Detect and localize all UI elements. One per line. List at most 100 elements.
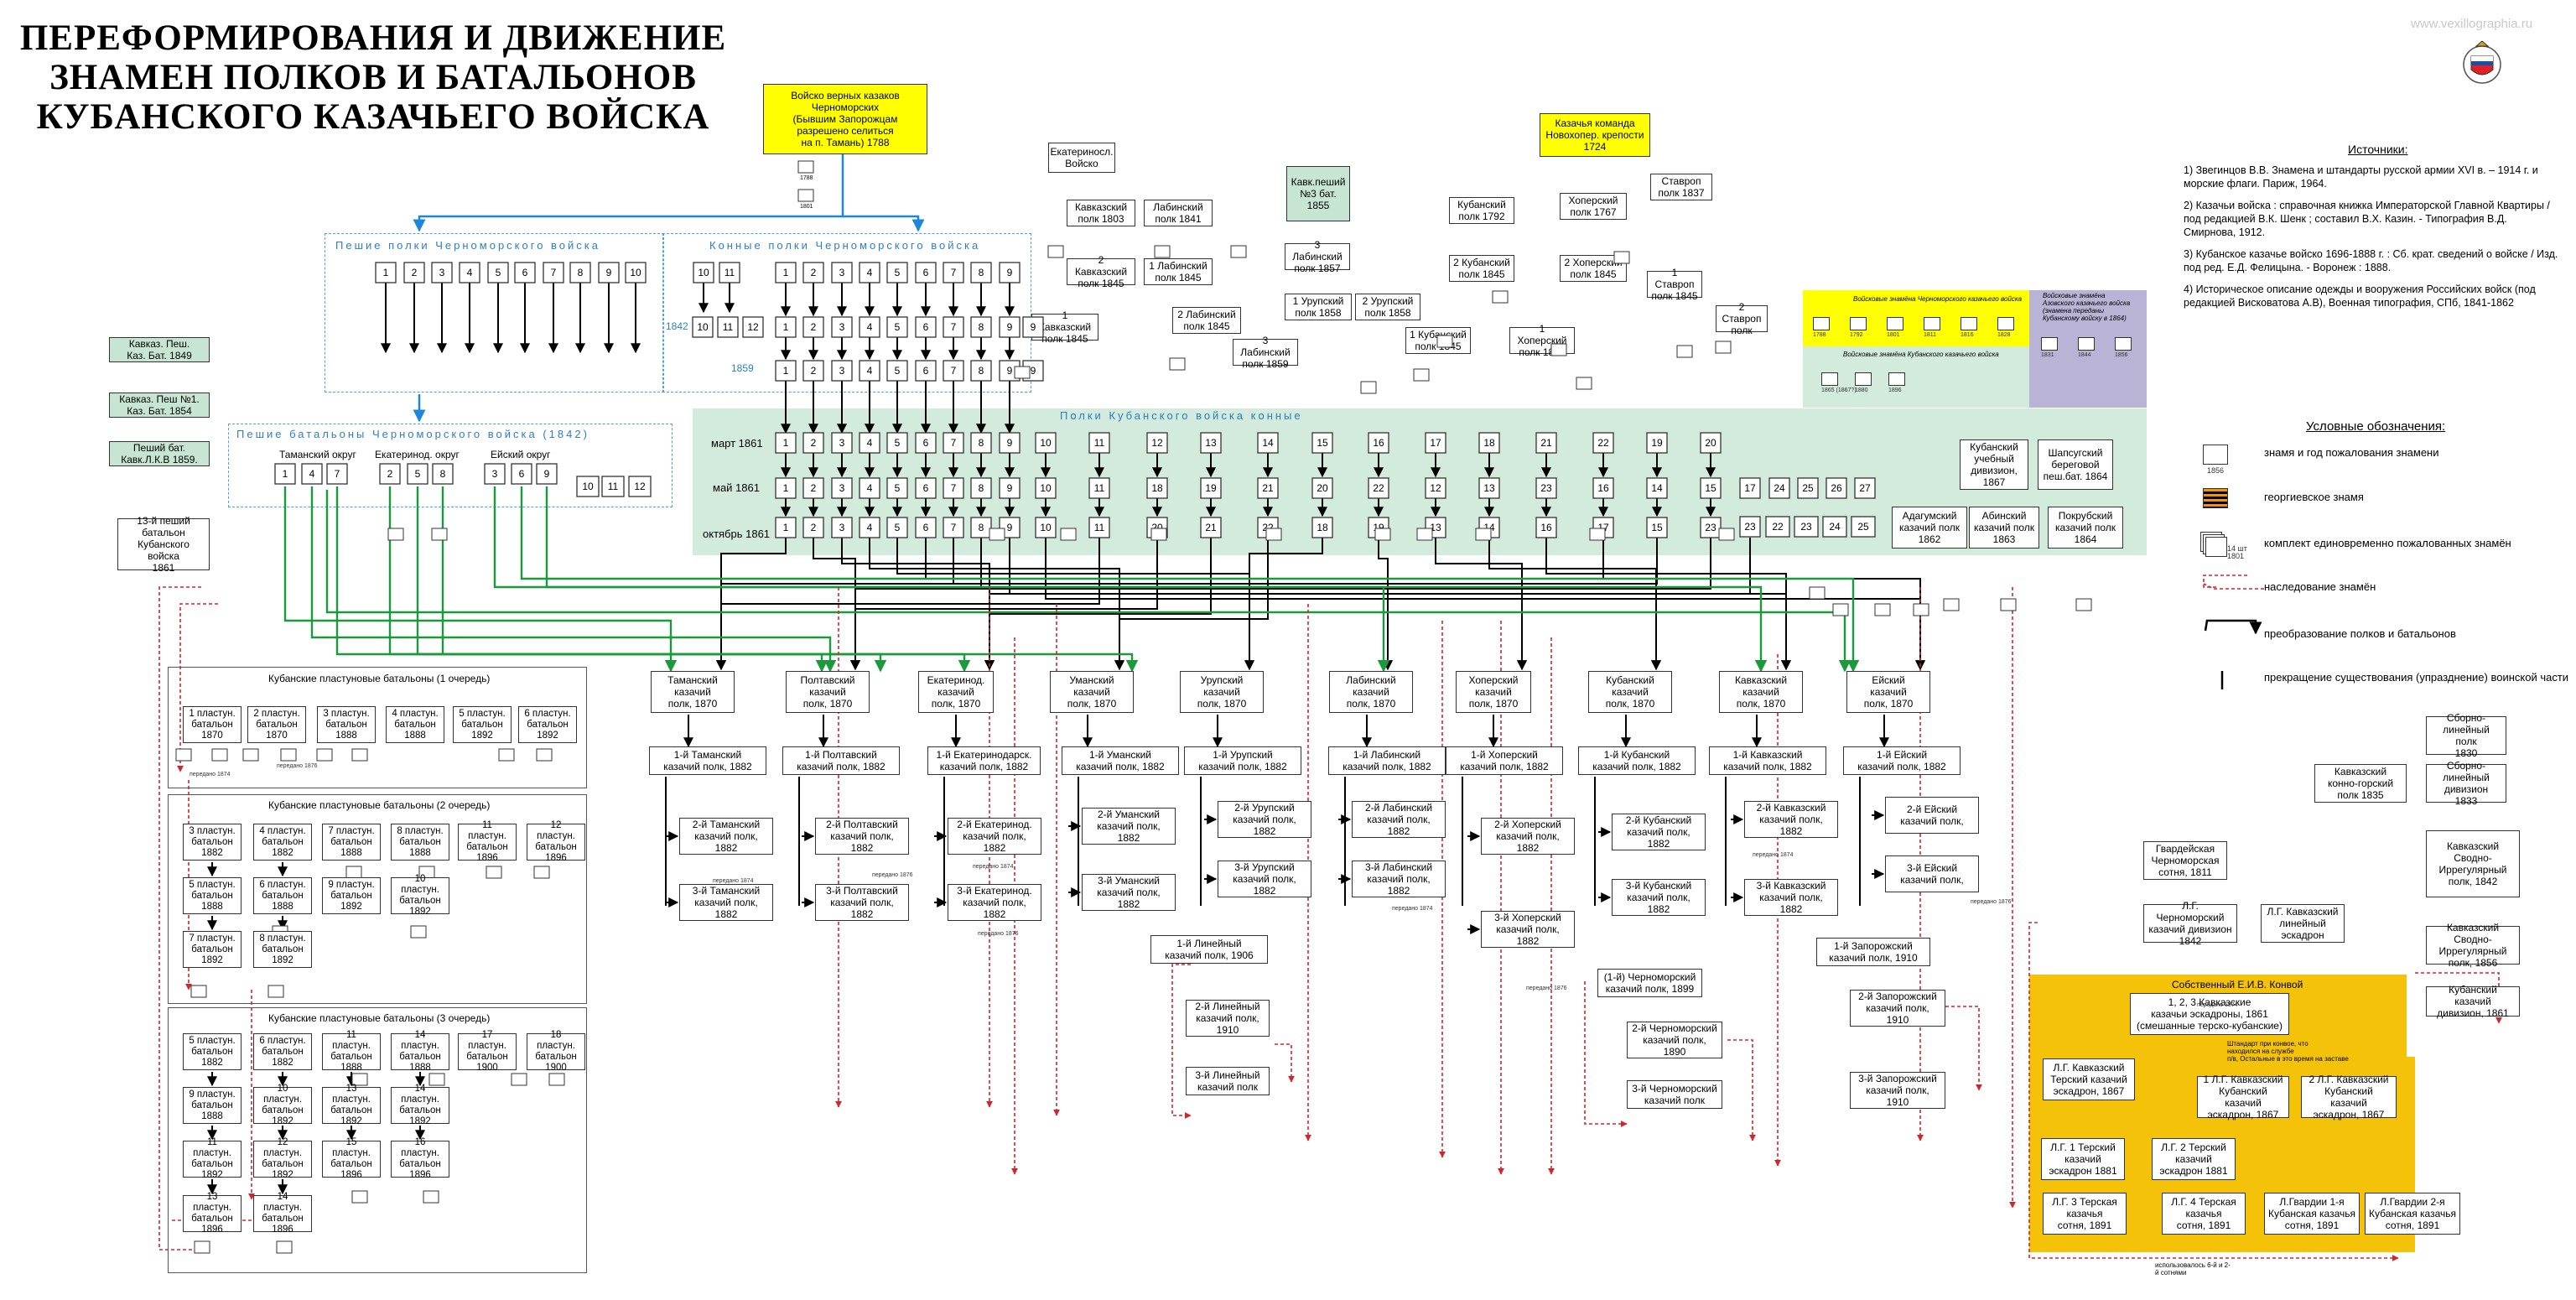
upper-regiment: Лабинский полк 1841 (1144, 200, 1213, 226)
plastun-battalion: 11 пластун. батальон 1896 (458, 820, 517, 863)
upper-regiment: Ставроп полк 1837 (1650, 174, 1712, 200)
flag-icon (1813, 317, 1830, 330)
svg-text:10: 10 (1040, 482, 1052, 494)
unit-number-box: 8 (970, 360, 992, 382)
sources-heading: Источники: (2348, 143, 2408, 156)
row-label-mart: март 1861 (711, 437, 763, 450)
svg-text:4: 4 (867, 321, 873, 333)
plastun-battalion: 13 пластун. батальон 1892 (322, 1084, 381, 1126)
sub-regiment: 2-й Екатеринод. казачий полк, 1882 (948, 818, 1041, 855)
svg-text:1: 1 (283, 468, 288, 480)
svg-text:9: 9 (606, 267, 612, 278)
svg-text:1788: 1788 (800, 175, 813, 181)
source-item: 3) Кубанское казачье войско 1696-1888 г.… (2184, 248, 2558, 273)
pokrub-polk: Покрубский казачий полк 1864 (2048, 507, 2123, 549)
svg-text:9: 9 (1031, 365, 1036, 377)
plastun-battalion: 9 пластун. батальон 1892 (322, 877, 381, 914)
svg-text:9: 9 (1007, 267, 1013, 278)
regiment-1870: Лабинский казачий полк, 1870 (1329, 671, 1413, 713)
regiment-1870: Кубанский казачий полк, 1870 (1588, 671, 1672, 713)
unit-number-box: 20 (1311, 477, 1333, 499)
regiment-1882: 1-й Ейский казачий полк, 1882 (1843, 746, 1961, 775)
svg-text:10: 10 (697, 321, 709, 333)
unit-number-box: 5 (886, 432, 908, 454)
upper-regiment: 1 Лабинский полк 1845 (1144, 258, 1213, 285)
svg-text:1: 1 (783, 482, 789, 494)
plastun-battalion: 7 пластун. батальон 1892 (183, 931, 242, 968)
flag-icon (410, 925, 427, 939)
flag-icon (486, 866, 502, 879)
flag-icon (1475, 528, 1492, 541)
svg-text:6: 6 (923, 267, 929, 278)
svg-text:16: 16 (1373, 437, 1384, 449)
unit-number-box: 4 (859, 432, 880, 454)
peredano-note: передано 1876 (872, 872, 913, 878)
green-note: Войсковые знамёна Кубанского казачьего в… (1843, 351, 1999, 358)
upper-regiment: Хоперский полк 1767 (1560, 193, 1627, 220)
flag-icon (316, 748, 333, 762)
unit-number-box: 1 (274, 463, 296, 485)
svg-text:10: 10 (1040, 437, 1052, 449)
svg-text:5: 5 (895, 321, 901, 333)
unit-number-box: 7 (943, 262, 964, 283)
flag-icon (1809, 586, 1826, 600)
legend-text: комплект единовременно пожалованных знам… (2264, 537, 2511, 549)
upper-regiment: 2 Лабинский полк 1845 (1172, 307, 1241, 334)
unit-number-box: 5 (886, 262, 908, 283)
unit-number-box: 2 (802, 262, 824, 283)
flag-icon (1718, 528, 1735, 541)
lav-note: Войсковые знамёна Азовского казачьего во… (2043, 292, 2131, 322)
regiment-1870: Хоперский казачий полк, 1870 (1456, 671, 1531, 713)
svg-text:13: 13 (1483, 482, 1495, 494)
plast-panel-1 (168, 667, 587, 788)
upper-regiment: 2 Кубанский полк 1845 (1449, 255, 1514, 282)
unit-number-box: 10 (692, 316, 714, 338)
lg-1-ter: Л.Г. 1 Терский казачий эскадрон 1881 (2041, 1138, 2125, 1180)
plastun-battalion: 15 пластун. батальон 1896 (322, 1137, 381, 1180)
unit-number-box: 4 (859, 477, 880, 499)
svg-text:13: 13 (1205, 437, 1217, 449)
unit-number-box: 21 (1200, 517, 1222, 538)
legend-text: преобразование полков и батальонов (2264, 627, 2456, 640)
svg-text:3: 3 (439, 267, 445, 278)
upper-regiment: 1 Хоперский полк 1845 (1509, 323, 1575, 358)
svg-text:3: 3 (492, 468, 498, 480)
flag-icon (351, 748, 368, 762)
unit-number-box: 15 (1700, 477, 1722, 499)
sub-regiment: 3-й Екатеринод. казачий полк, 1882 (948, 884, 1041, 921)
flag-icon (1832, 603, 1849, 616)
flag-icon (1416, 528, 1433, 541)
regiment-1882: 1-й Полтавский казачий полк, 1882 (782, 746, 900, 775)
plastun-battalion: 10 пластун. батальон 1892 (391, 874, 449, 917)
unit-number-box: 1 (775, 316, 797, 338)
peredano-note: передано 1874 (2197, 1002, 2238, 1008)
unit-number-box: 14 (1257, 432, 1279, 454)
upper-regiment: Кавказский полк 1803 (1067, 200, 1135, 226)
okrug-eysk: Ейский округ (491, 449, 551, 460)
plastun-battalion: 6 пластун. батальон 1892 (518, 706, 577, 743)
plast2-label: Кубанские пластуновые батальоны (2 очере… (268, 799, 491, 811)
svg-text:6: 6 (923, 437, 929, 449)
flag-icon (1047, 245, 1064, 258)
konvoi-title: Собственный Е.И.В. Конвой (2172, 979, 2303, 991)
regiment-1870: Кавказский казачий полк, 1870 (1719, 671, 1803, 713)
svg-text:9: 9 (1031, 321, 1036, 333)
svg-text:10: 10 (1040, 522, 1052, 533)
flag-icon (211, 748, 228, 762)
flag-icon (1997, 317, 2014, 330)
upper-regiment: 1 Урупский полк 1858 (1285, 294, 1352, 320)
upper-regiment: Кубанский полк 1792 (1449, 197, 1514, 224)
flag-icon (1961, 317, 1977, 330)
svg-text:14: 14 (1262, 437, 1274, 449)
unit-number-box: 7 (943, 316, 964, 338)
peredano-note: передано 1874 (1753, 852, 1794, 858)
legend-set-sample: 14 шт 1801 (2227, 544, 2247, 560)
svg-text:7: 7 (951, 482, 957, 494)
unit-number-box: 8 (970, 517, 992, 538)
unit-number-box: 3 (831, 517, 853, 538)
flag-icon: 1801 (797, 189, 814, 210)
lg-1-kub: 1 Л.Г. Кавказский Кубанский казачий эска… (2197, 1074, 2289, 1121)
peredano-note: передано 1876 (1526, 985, 1567, 991)
source-item: 4) Историческое описание одежды и вооруж… (2184, 283, 2536, 309)
